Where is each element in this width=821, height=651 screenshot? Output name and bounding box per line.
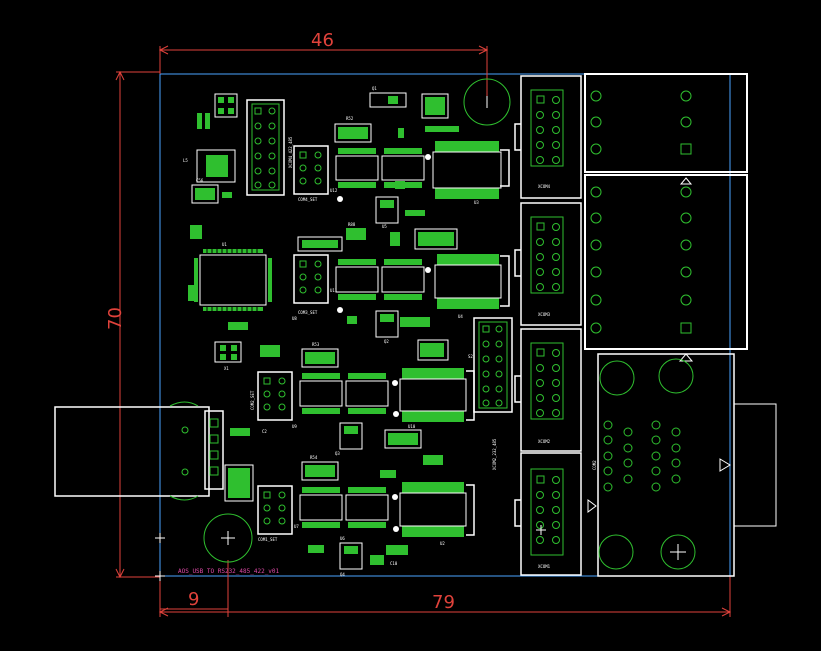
connector-db9-com2: [587, 353, 777, 577]
transistor-group: [196, 92, 407, 570]
mount-hole-top: [463, 78, 511, 126]
label-r88: R88: [348, 222, 356, 227]
header-com2-set: [257, 371, 293, 421]
ic-u1-qfp: [194, 249, 272, 311]
label-u3: U3: [474, 200, 479, 205]
dimension-top-value: 46: [311, 30, 334, 51]
header-xcom3: [520, 202, 582, 326]
transistor-pads: [206, 96, 398, 554]
label-x1: X1: [224, 366, 229, 371]
dimension-top: [158, 45, 489, 100]
corner-marks: [155, 533, 165, 581]
board-title: AOS_USB TO RS232_485_422_v01: [178, 568, 280, 575]
header-xcom2: [520, 328, 582, 452]
label-com4-set: COM4_SET: [298, 197, 318, 202]
connector-com1-232: [584, 73, 748, 173]
dimension-left: [115, 70, 160, 579]
header-xcom2-232-485: [473, 317, 513, 413]
header-xcom4: [520, 75, 582, 199]
label-xcom3: XCOM3: [538, 312, 551, 317]
so8-chips: [299, 148, 425, 528]
header-com4-set: [293, 145, 329, 195]
label-xcom2-232-485: XCOM2_232_485: [492, 438, 497, 470]
header-com3-set: [293, 254, 329, 304]
label-r53: R53: [312, 342, 320, 347]
label-q1: Q1: [372, 86, 377, 91]
label-u10: U10: [408, 424, 416, 429]
label-c2: C2: [262, 429, 267, 434]
ic-u1b-soic: [399, 368, 467, 422]
header-xcom1: [520, 452, 582, 576]
dimension-left-value: 70: [105, 307, 126, 330]
dimension-bottom-value: 79: [432, 592, 455, 613]
header-xcom4-422-485: [246, 99, 285, 196]
label-xcom4: XCOM4: [538, 184, 551, 189]
label-c10: C10: [390, 561, 398, 566]
connector-com3-485-422: [584, 174, 748, 350]
ic-u2-soic: [399, 482, 467, 537]
label-c56: C56: [196, 178, 204, 183]
label-u1: U1: [222, 242, 227, 247]
label-xcom1: XCOM1: [538, 564, 551, 569]
label-u2: U2: [440, 541, 445, 546]
dimension-bottom: [158, 560, 732, 617]
label-com2-set: COM2_SET: [250, 390, 255, 410]
label-u11: U11: [330, 288, 338, 293]
usb-connector: [54, 401, 224, 501]
label-u7: U7: [294, 524, 299, 529]
label-com2-db: COM2: [592, 460, 597, 470]
label-u9: U9: [292, 424, 297, 429]
label-xcom4-422: XCOM4_422_485: [288, 136, 293, 168]
label-com1-set: COM1_SET: [258, 537, 278, 542]
passive-components: [188, 93, 459, 565]
label-u6: U6: [340, 536, 345, 541]
label-r54: R54: [310, 455, 318, 460]
label-s2: S2: [468, 354, 473, 359]
dimension-offset-value: 9: [188, 589, 199, 610]
header-com1-set: [257, 485, 293, 535]
label-xcom2: XCOM2: [538, 439, 551, 444]
label-u12: U12: [330, 188, 338, 193]
ic-u3-soic: [432, 141, 502, 199]
ic-u4-soic: [434, 254, 502, 309]
label-com3-set: COM3_SET: [298, 310, 318, 315]
mount-hole-bottom: [203, 513, 253, 563]
label-u4: U4: [458, 314, 463, 319]
label-l5: L5: [183, 158, 188, 163]
connector-brackets: [466, 123, 521, 536]
label-q2: Q2: [384, 339, 389, 344]
label-r52: R52: [346, 116, 354, 121]
label-u5: U5: [382, 224, 387, 229]
label-q4: Q4: [340, 572, 345, 577]
label-u8: U8: [292, 316, 297, 321]
board-outline: [159, 73, 731, 577]
label-q3: Q3: [335, 451, 340, 456]
